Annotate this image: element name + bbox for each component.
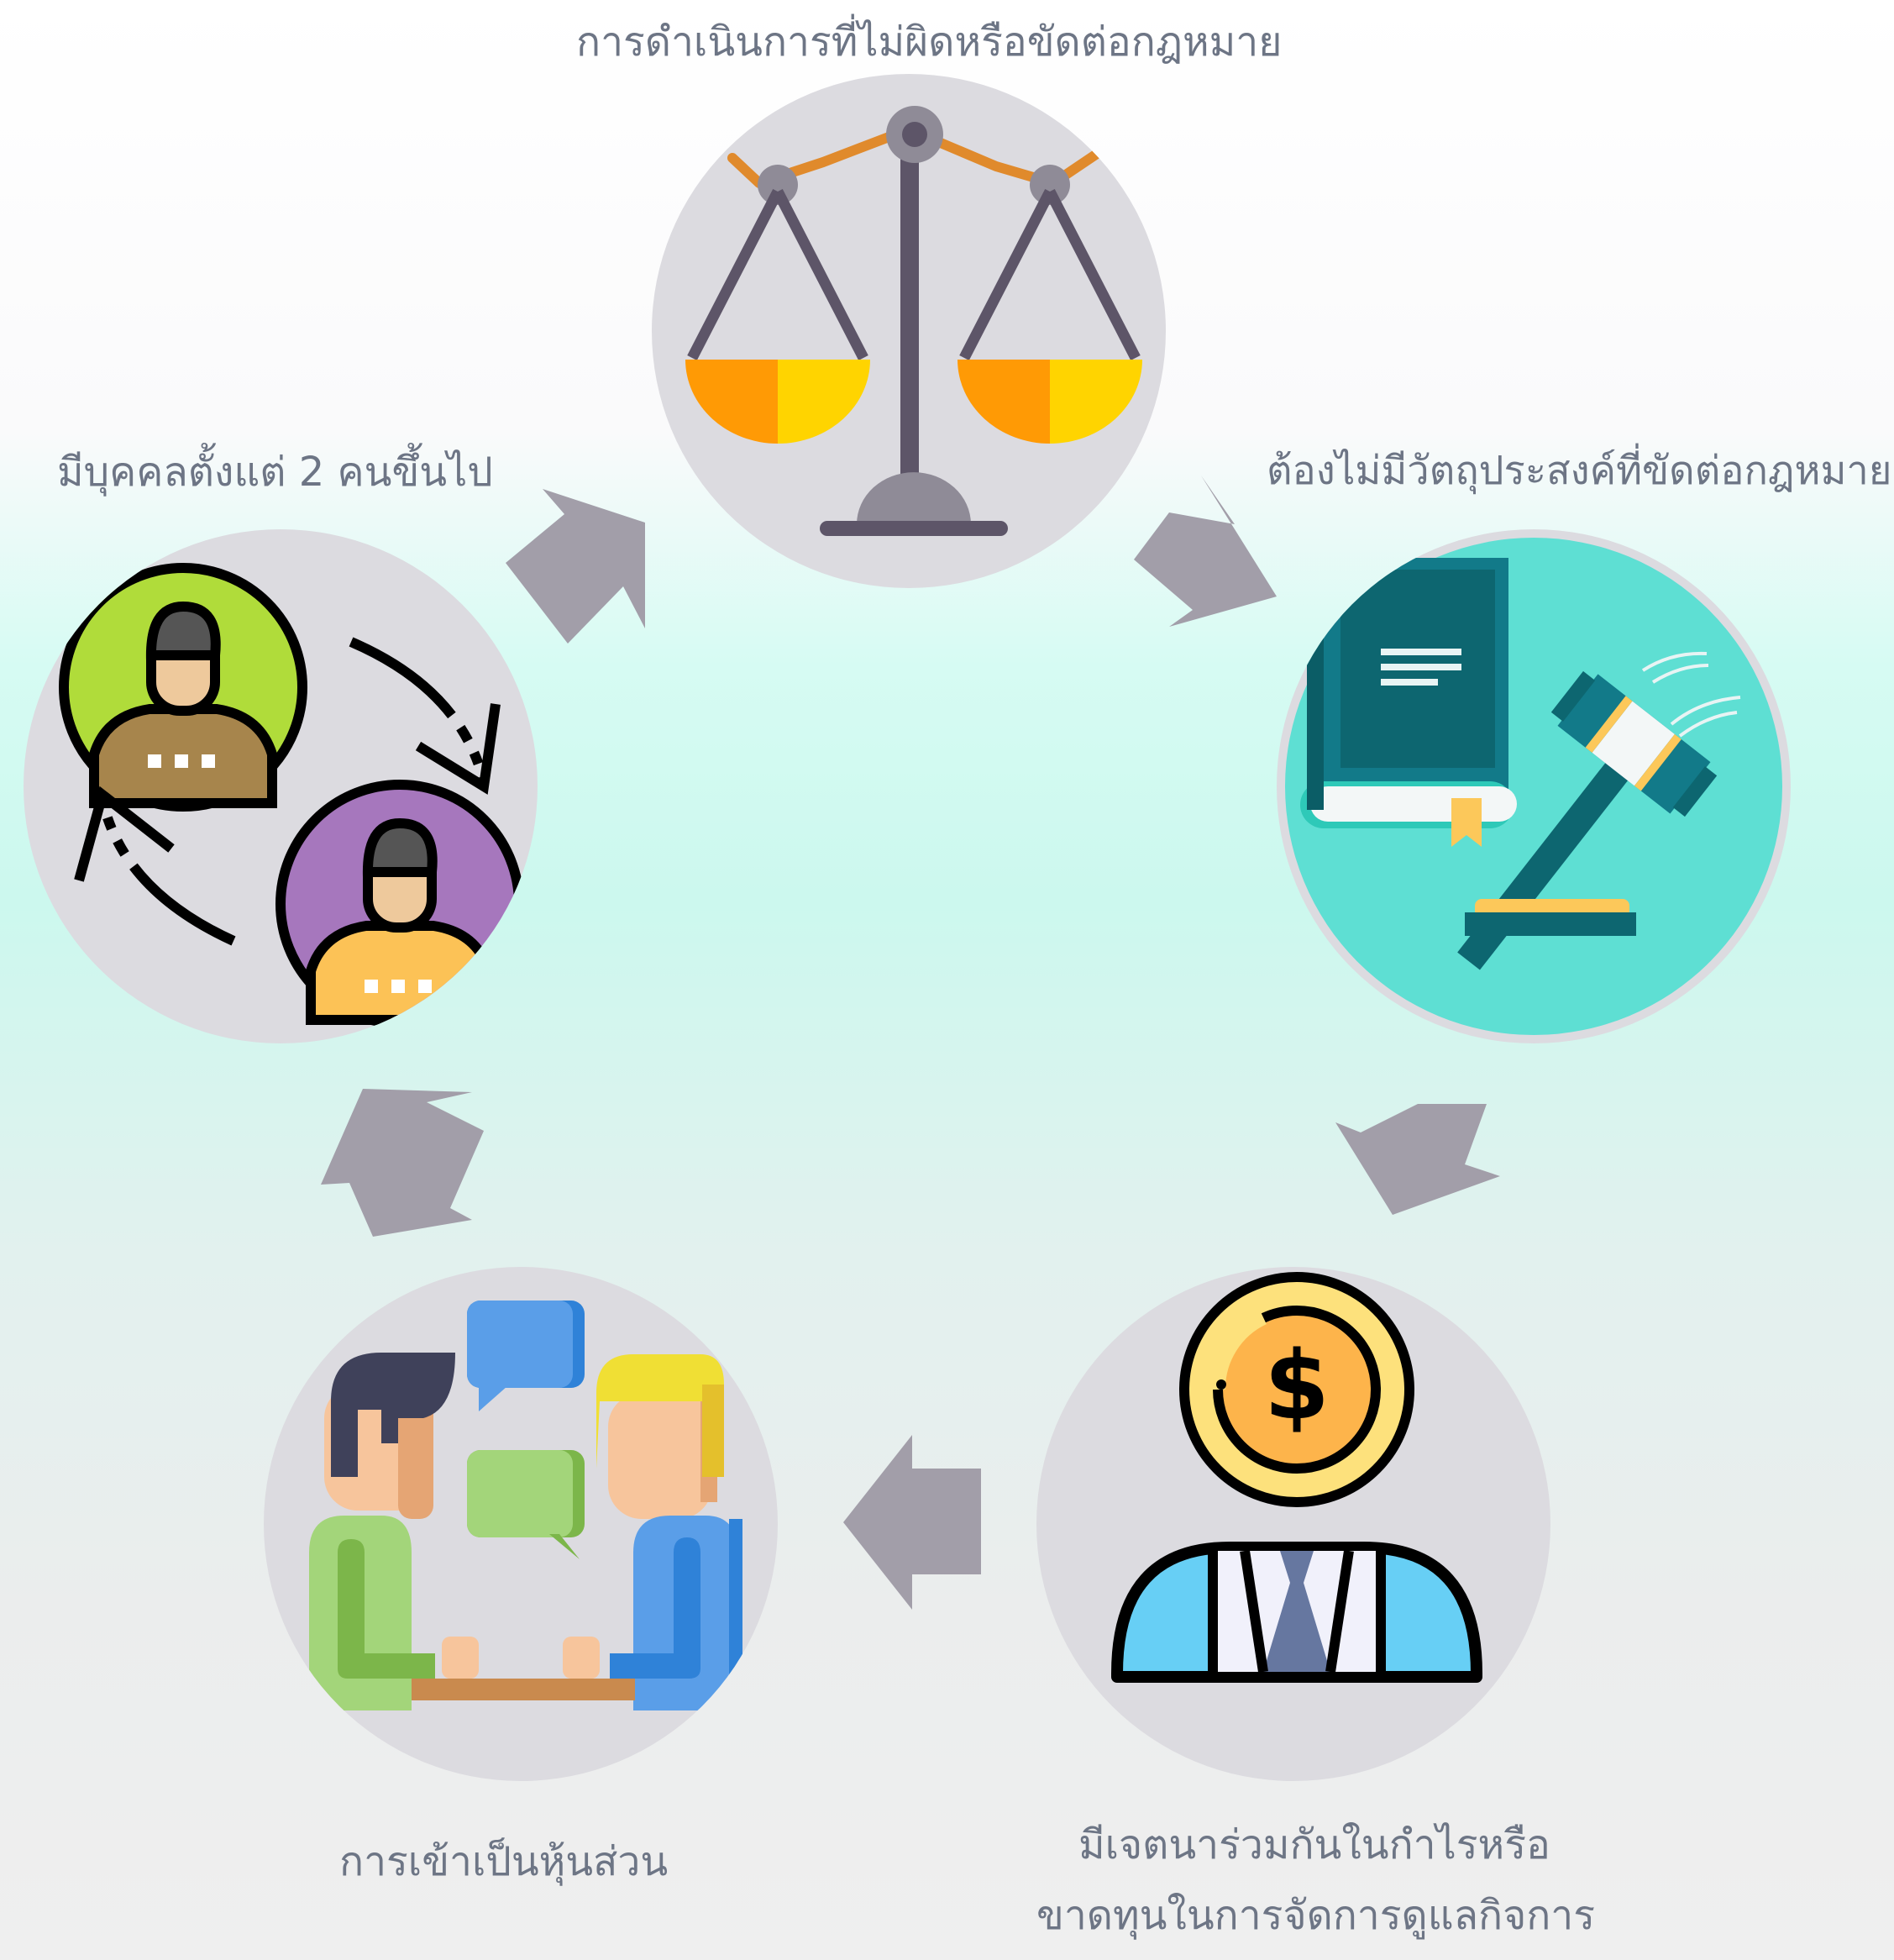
- step-circle-objective: [1277, 529, 1791, 1043]
- step-circle-join: [264, 1267, 778, 1781]
- businessman-dollar-icon: $: [1111, 1272, 1482, 1683]
- scales-of-justice-icon: [685, 106, 1142, 536]
- arrow-down-left: [1335, 1104, 1500, 1215]
- step-label-legal: การดำเนินการที่ไม่ผิดหรือขัดต่อกฎหมาย: [576, 18, 1283, 66]
- arrow-up-left: [321, 1089, 484, 1237]
- step-label-partners: มีบุคคลตั้งแต่ 2 คนขึ้นไป: [57, 449, 493, 496]
- law-book-gavel-icon: [1285, 538, 1782, 1035]
- arrow-left-solid: [843, 1435, 981, 1610]
- step-circle-profit: $: [1036, 1267, 1550, 1781]
- step-label-profit-line2: ขาดทุนในการจัดการดูแลกิจการ: [1036, 1892, 1596, 1939]
- arrow-left: [914, 1435, 981, 1610]
- discussion-icon: [309, 1301, 742, 1710]
- step-label-join: การเข้าเป็นหุ้นส่วน: [339, 1838, 669, 1885]
- step-label-profit-line1: มีเจตนาร่วมกันในกำไรหรือ: [1078, 1821, 1550, 1868]
- step-circle-partners: [24, 529, 538, 1043]
- people-exchange-icon: [59, 563, 524, 1028]
- step-label-objective: ต้องไม่มีวัตถุประสงค์ที่ขัดต่อกฎหมาย: [1267, 448, 1892, 494]
- step-circle-legal: [652, 74, 1166, 588]
- svg-text:$: $: [1264, 1332, 1330, 1441]
